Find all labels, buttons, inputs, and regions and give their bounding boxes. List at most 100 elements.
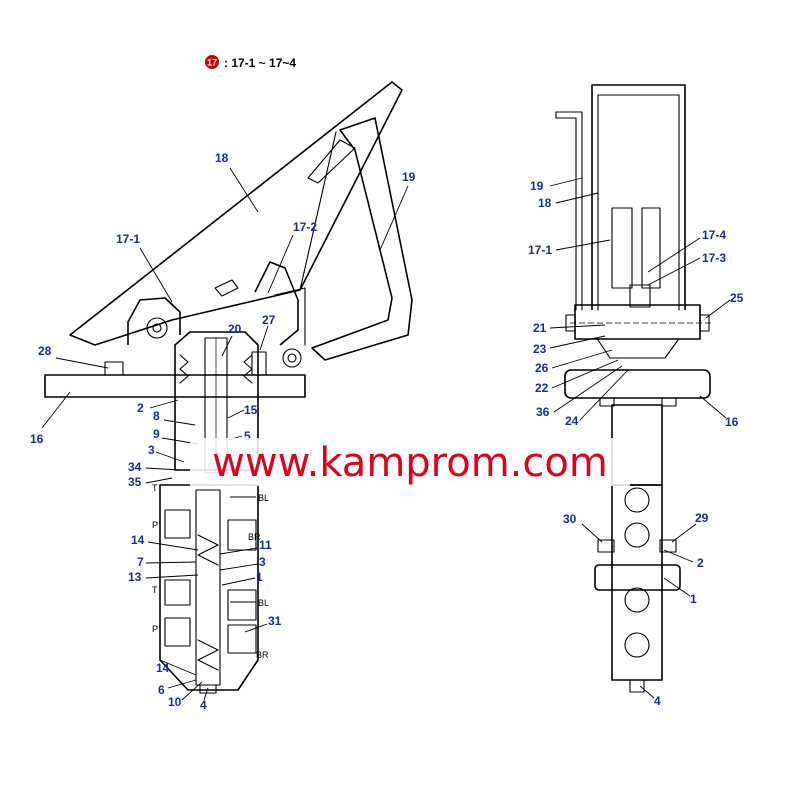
callout-3b: 3 bbox=[259, 555, 266, 569]
port-3-right bbox=[624, 587, 650, 613]
callout-4: 4 bbox=[200, 698, 207, 712]
callout-10: 10 bbox=[168, 695, 182, 709]
callout-1-right: 1 bbox=[690, 592, 697, 606]
arm-17-1 bbox=[611, 207, 633, 289]
callout-28: 28 bbox=[38, 344, 52, 358]
legend-badge: 17 bbox=[207, 58, 217, 68]
right-view-drawing bbox=[555, 84, 712, 693]
pivot-pin-right bbox=[282, 348, 302, 368]
joint-block bbox=[574, 304, 701, 340]
port-label-br2: BR bbox=[256, 650, 269, 660]
port-label-t2: T bbox=[152, 585, 158, 595]
callout-17-2: 17-2 bbox=[293, 220, 317, 234]
callout-3a: 3 bbox=[148, 443, 155, 457]
watermark-text: www.kamprom.com bbox=[212, 440, 608, 486]
bracket-right bbox=[254, 261, 299, 346]
port-2-right bbox=[624, 522, 650, 548]
boot-assembly bbox=[597, 339, 679, 359]
callout-15: 15 bbox=[244, 403, 258, 417]
callout-31: 31 bbox=[268, 614, 282, 628]
callout-16-right: 16 bbox=[725, 415, 739, 429]
pedal-slot bbox=[307, 139, 356, 184]
callout-24: 24 bbox=[565, 414, 579, 428]
watermark-backdrop bbox=[190, 438, 630, 486]
port-br2-plug bbox=[227, 624, 257, 654]
right-labels: 19 18 17-1 17-4 17-3 25 21 23 26 22 36 2… bbox=[528, 179, 744, 708]
bolt-30 bbox=[597, 539, 615, 553]
callout-30: 30 bbox=[563, 512, 577, 526]
callout-19: 19 bbox=[402, 170, 416, 184]
callout-17-4: 17-4 bbox=[702, 228, 726, 242]
callout-20: 20 bbox=[228, 322, 242, 336]
port-bl2-plug bbox=[227, 589, 257, 621]
callout-9: 9 bbox=[153, 427, 160, 441]
arm-17-4 bbox=[641, 207, 661, 289]
spring-lower bbox=[197, 639, 219, 671]
boot-left bbox=[179, 354, 189, 384]
callout-25: 25 bbox=[730, 291, 744, 305]
callout-35: 35 bbox=[128, 475, 142, 489]
callout-17-3: 17-3 bbox=[702, 251, 726, 265]
callout-34: 34 bbox=[128, 460, 142, 474]
arm-17-3 bbox=[629, 284, 651, 308]
lever-arm bbox=[311, 117, 413, 361]
base-plate-right bbox=[564, 369, 711, 399]
callout-7: 7 bbox=[137, 555, 144, 569]
lever-edge bbox=[299, 131, 337, 291]
port-label-t1: T bbox=[152, 483, 158, 493]
lever-side bbox=[555, 111, 583, 311]
callout-16: 16 bbox=[30, 432, 44, 446]
pedal-housing bbox=[591, 84, 686, 310]
port-label-p1: P bbox=[152, 520, 158, 530]
left-leaders bbox=[41, 167, 409, 701]
port-label-bl2: BL bbox=[258, 598, 269, 608]
callout-29: 29 bbox=[695, 511, 709, 525]
boot-right bbox=[243, 354, 253, 384]
left-port-letters: T BL P BR T BL P BR bbox=[152, 483, 269, 660]
left-labels: 18 19 17-1 17-2 20 27 28 2 8 16 9 3 15 5… bbox=[30, 151, 416, 712]
callout-27: 27 bbox=[262, 313, 276, 327]
callout-18-right: 18 bbox=[538, 196, 552, 210]
bolt-27 bbox=[251, 351, 267, 376]
callout-18: 18 bbox=[215, 151, 229, 165]
port-4-right bbox=[624, 632, 650, 658]
flange-right bbox=[594, 564, 681, 591]
valve-body bbox=[159, 484, 259, 691]
port-1-right bbox=[624, 487, 650, 513]
spring-upper bbox=[197, 534, 219, 566]
callout-6: 6 bbox=[158, 683, 165, 697]
callout-11: 11 bbox=[259, 538, 272, 552]
callout-1: 1 bbox=[256, 570, 263, 584]
bracket-left bbox=[127, 297, 181, 345]
left-view-drawing bbox=[44, 81, 413, 694]
legend-text: : 17-1 ~ 17~4 bbox=[224, 56, 296, 70]
port-p2-plug bbox=[164, 617, 191, 647]
port-t2-plug bbox=[164, 579, 191, 606]
callout-8: 8 bbox=[153, 409, 160, 423]
valve-body-right bbox=[611, 484, 663, 681]
callout-22: 22 bbox=[535, 381, 549, 395]
pedal-plate bbox=[69, 81, 403, 346]
spool-bore bbox=[195, 489, 221, 686]
callout-13: 13 bbox=[128, 570, 142, 584]
port-label-br1: BR bbox=[248, 532, 261, 542]
callout-2-right: 2 bbox=[697, 556, 704, 570]
port-label-p2: P bbox=[152, 624, 158, 634]
callout-4-right: 4 bbox=[654, 694, 661, 708]
callout-26: 26 bbox=[535, 361, 549, 375]
callout-14a: 14 bbox=[131, 533, 145, 547]
callout-36: 36 bbox=[536, 405, 550, 419]
port-label-bl1: BL bbox=[258, 493, 269, 503]
callout-5: 5 bbox=[244, 429, 251, 443]
port-p1-plug bbox=[164, 509, 191, 539]
callout-17-1-right: 17-1 bbox=[528, 243, 552, 257]
callout-14b: 14 bbox=[156, 661, 170, 675]
bolt-28 bbox=[104, 361, 124, 376]
right-leaders bbox=[549, 177, 731, 699]
callout-21: 21 bbox=[533, 321, 547, 335]
legend-badge-icon bbox=[205, 55, 219, 69]
callout-23: 23 bbox=[533, 342, 547, 356]
callout-19-right: 19 bbox=[530, 179, 544, 193]
